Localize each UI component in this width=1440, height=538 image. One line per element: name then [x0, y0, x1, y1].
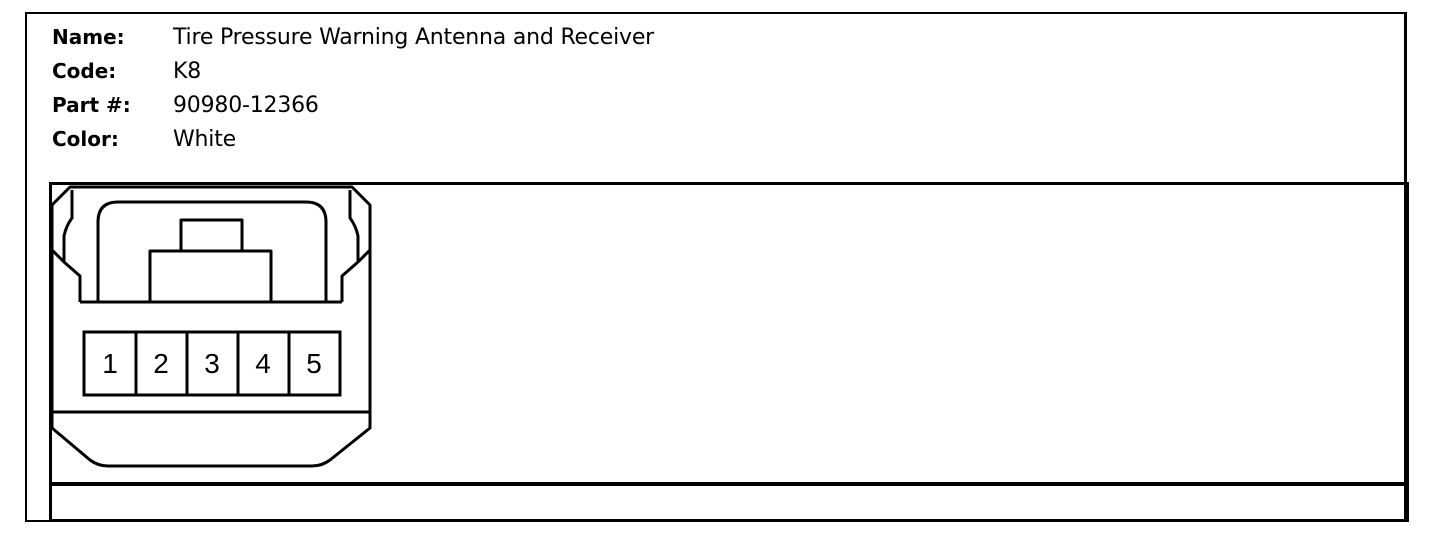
part-row: Part #: 90980-12366	[52, 88, 654, 122]
lock-tab	[179, 218, 244, 253]
right-guide-rail	[340, 190, 360, 302]
pin-cavities: 1 2 3 4 5	[82, 330, 342, 397]
pin-cavity-block	[82, 330, 342, 397]
lock-recess	[96, 200, 328, 304]
code-row: Code: K8	[52, 54, 654, 88]
pin-5-label: 5	[306, 348, 322, 379]
left-wall-notch	[50, 248, 66, 264]
connector-housing	[50, 185, 372, 468]
color-value: White	[173, 126, 236, 152]
footer-divider	[49, 482, 1409, 486]
color-row: Color: White	[52, 122, 654, 156]
pin-4-label: 4	[255, 348, 271, 379]
color-label: Color:	[52, 127, 119, 151]
name-row: Name: Tire Pressure Warning Antenna and …	[52, 20, 654, 54]
right-wall-notch	[356, 248, 372, 264]
code-label: Code:	[52, 59, 117, 83]
part-value: 90980-12366	[173, 92, 319, 118]
name-label: Name:	[52, 25, 125, 49]
part-label: Part #:	[52, 93, 131, 117]
corner-tick	[25, 520, 33, 522]
left-guide-rail	[62, 190, 82, 302]
pin-3-label: 3	[204, 348, 220, 379]
pin-1-label: 1	[102, 348, 118, 379]
connector-info-table: Name: Tire Pressure Warning Antenna and …	[52, 20, 654, 156]
name-value: Tire Pressure Warning Antenna and Receiv…	[173, 24, 655, 50]
pin-2-label: 2	[153, 348, 169, 379]
code-value: K8	[173, 58, 202, 84]
housing-outline	[50, 185, 372, 468]
